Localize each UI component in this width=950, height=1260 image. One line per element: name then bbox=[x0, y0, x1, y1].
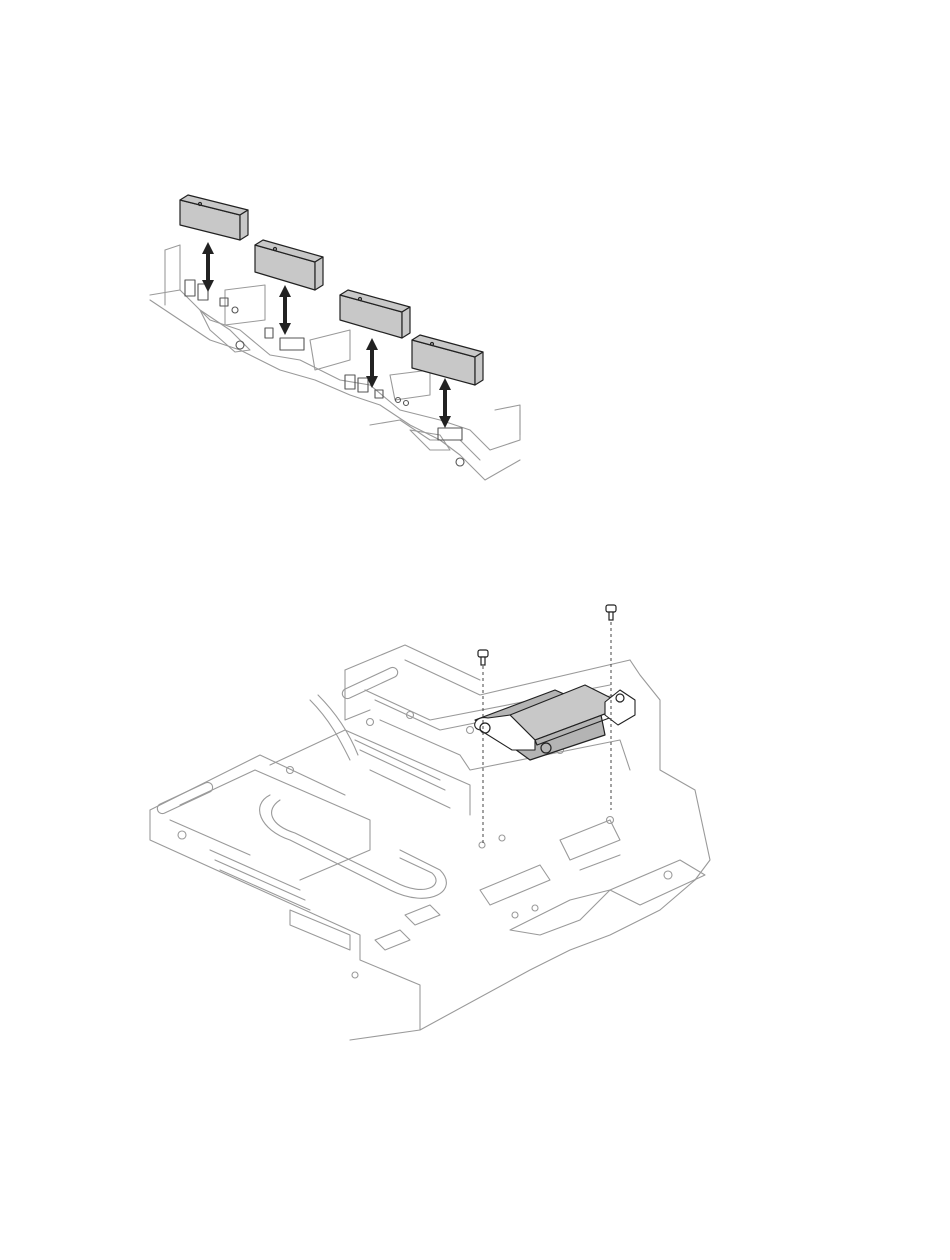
arrow-up-down-icon bbox=[279, 285, 291, 335]
filler-cover-2 bbox=[255, 240, 323, 290]
bracket-installation-figure bbox=[140, 590, 720, 1040]
filler-removal-figure bbox=[140, 180, 540, 490]
filler-cover-4 bbox=[412, 335, 483, 385]
tray-standoffs bbox=[178, 712, 672, 979]
filler-cover-1 bbox=[180, 195, 248, 240]
rear-connectors bbox=[185, 280, 464, 466]
